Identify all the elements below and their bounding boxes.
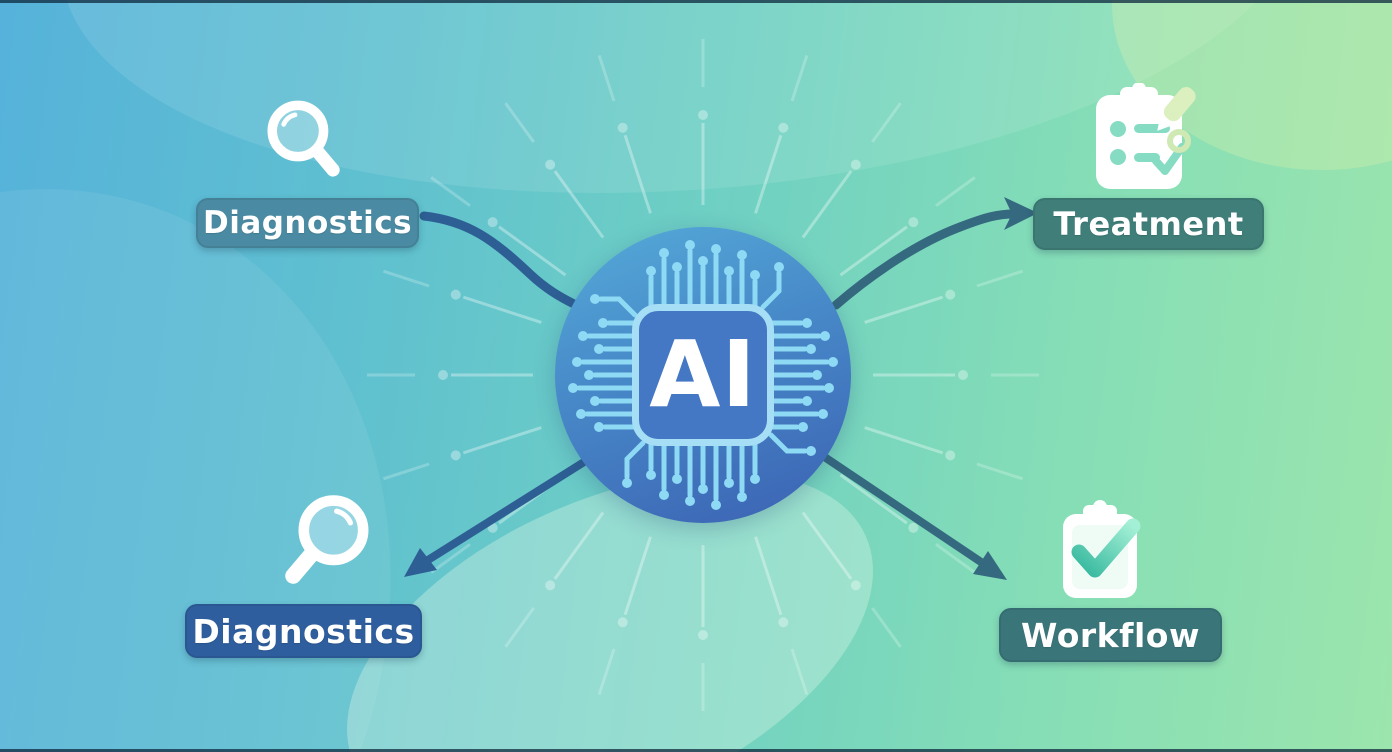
ai-chip: AI <box>632 304 774 446</box>
connector-treatment <box>831 209 1019 310</box>
badge-label: Workflow <box>1021 615 1200 655</box>
bottom-edge-line <box>0 749 1392 752</box>
clipboard-pen-icon <box>1080 83 1198 195</box>
badge-treatment: Treatment <box>1033 198 1264 250</box>
arrowhead-diagnostics-bottom <box>404 548 437 577</box>
clipboard-check-icon <box>1049 500 1151 602</box>
magnifier-icon <box>258 93 353 188</box>
ai-core-node: AI <box>555 227 851 523</box>
connector-workflow <box>822 454 985 566</box>
badge-diagnostics-bottom: Diagnostics <box>185 604 422 658</box>
badge-label: Treatment <box>1053 205 1244 243</box>
arrowhead-treatment <box>1004 197 1038 230</box>
badge-workflow: Workflow <box>999 608 1222 662</box>
badge-label: Diagnostics <box>202 205 413 241</box>
ai-chip-label: AI <box>649 321 757 428</box>
connector-diagnostics-top <box>419 211 579 309</box>
magnifier-icon <box>272 490 378 596</box>
badge-diagnostics-top: Diagnostics <box>196 198 419 248</box>
top-edge-line <box>0 0 1392 3</box>
badge-label: Diagnostics <box>192 611 415 651</box>
connector-diagnostics-bottom <box>424 458 588 564</box>
arrowhead-workflow <box>973 551 1007 580</box>
